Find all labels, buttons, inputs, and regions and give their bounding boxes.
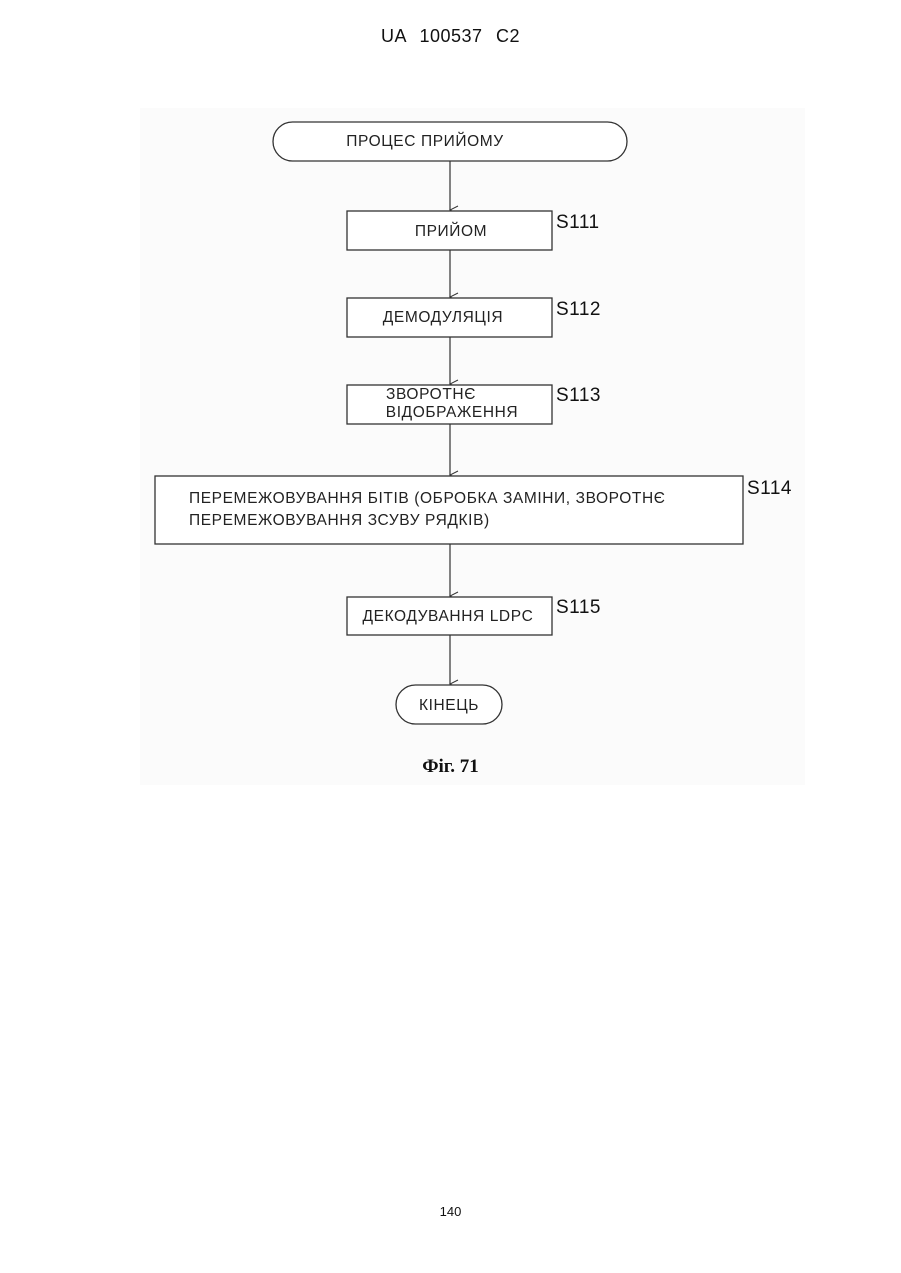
- step-id-s114: S114: [747, 478, 792, 499]
- process-step-s111: ПРИЙОМ S111: [347, 211, 600, 250]
- end-terminator: КІНЕЦЬ: [396, 685, 502, 724]
- step-id-s111: S111: [556, 212, 600, 233]
- process-label-s113-line1: ЗВОРОТНЄ: [386, 386, 476, 403]
- process-step-s113: ЗВОРОТНЄ ВІДОБРАЖЕННЯ S113: [347, 385, 601, 424]
- end-terminator-label: КІНЕЦЬ: [419, 697, 479, 714]
- step-id-s113: S113: [556, 385, 601, 406]
- process-label-s113-line2: ВІДОБРАЖЕННЯ: [386, 404, 518, 421]
- process-step-s112: ДЕМОДУЛЯЦІЯ S112: [347, 298, 601, 337]
- process-step-s114: ПЕРЕМЕЖОВУВАННЯ БІТІВ (ОБРОБКА ЗАМІНИ, З…: [155, 476, 792, 544]
- figure-caption: Фіг. 71: [0, 756, 901, 778]
- process-label-s114-line1: ПЕРЕМЕЖОВУВАННЯ БІТІВ (ОБРОБКА ЗАМІНИ, З…: [189, 490, 666, 507]
- process-step-s115: ДЕКОДУВАННЯ LDPC S115: [347, 597, 601, 635]
- start-terminator: ПРОЦЕС ПРИЙОМУ: [273, 122, 627, 161]
- process-box-s114: [155, 476, 743, 544]
- process-label-s115: ДЕКОДУВАННЯ LDPC: [363, 608, 534, 625]
- start-terminator-label: ПРОЦЕС ПРИЙОМУ: [346, 132, 503, 150]
- process-label-s112: ДЕМОДУЛЯЦІЯ: [383, 309, 503, 326]
- process-label-s114-line2: ПЕРЕМЕЖОВУВАННЯ ЗСУВУ РЯДКІВ): [189, 512, 490, 529]
- step-id-s112: S112: [556, 299, 601, 320]
- page-number: 140: [0, 1204, 901, 1219]
- step-id-s115: S115: [556, 597, 601, 618]
- process-label-s111: ПРИЙОМ: [415, 222, 487, 240]
- flowchart-diagram: ПРОЦЕС ПРИЙОМУ ПРИЙОМ S111 ДЕМОДУЛЯЦІЯ S…: [0, 0, 901, 800]
